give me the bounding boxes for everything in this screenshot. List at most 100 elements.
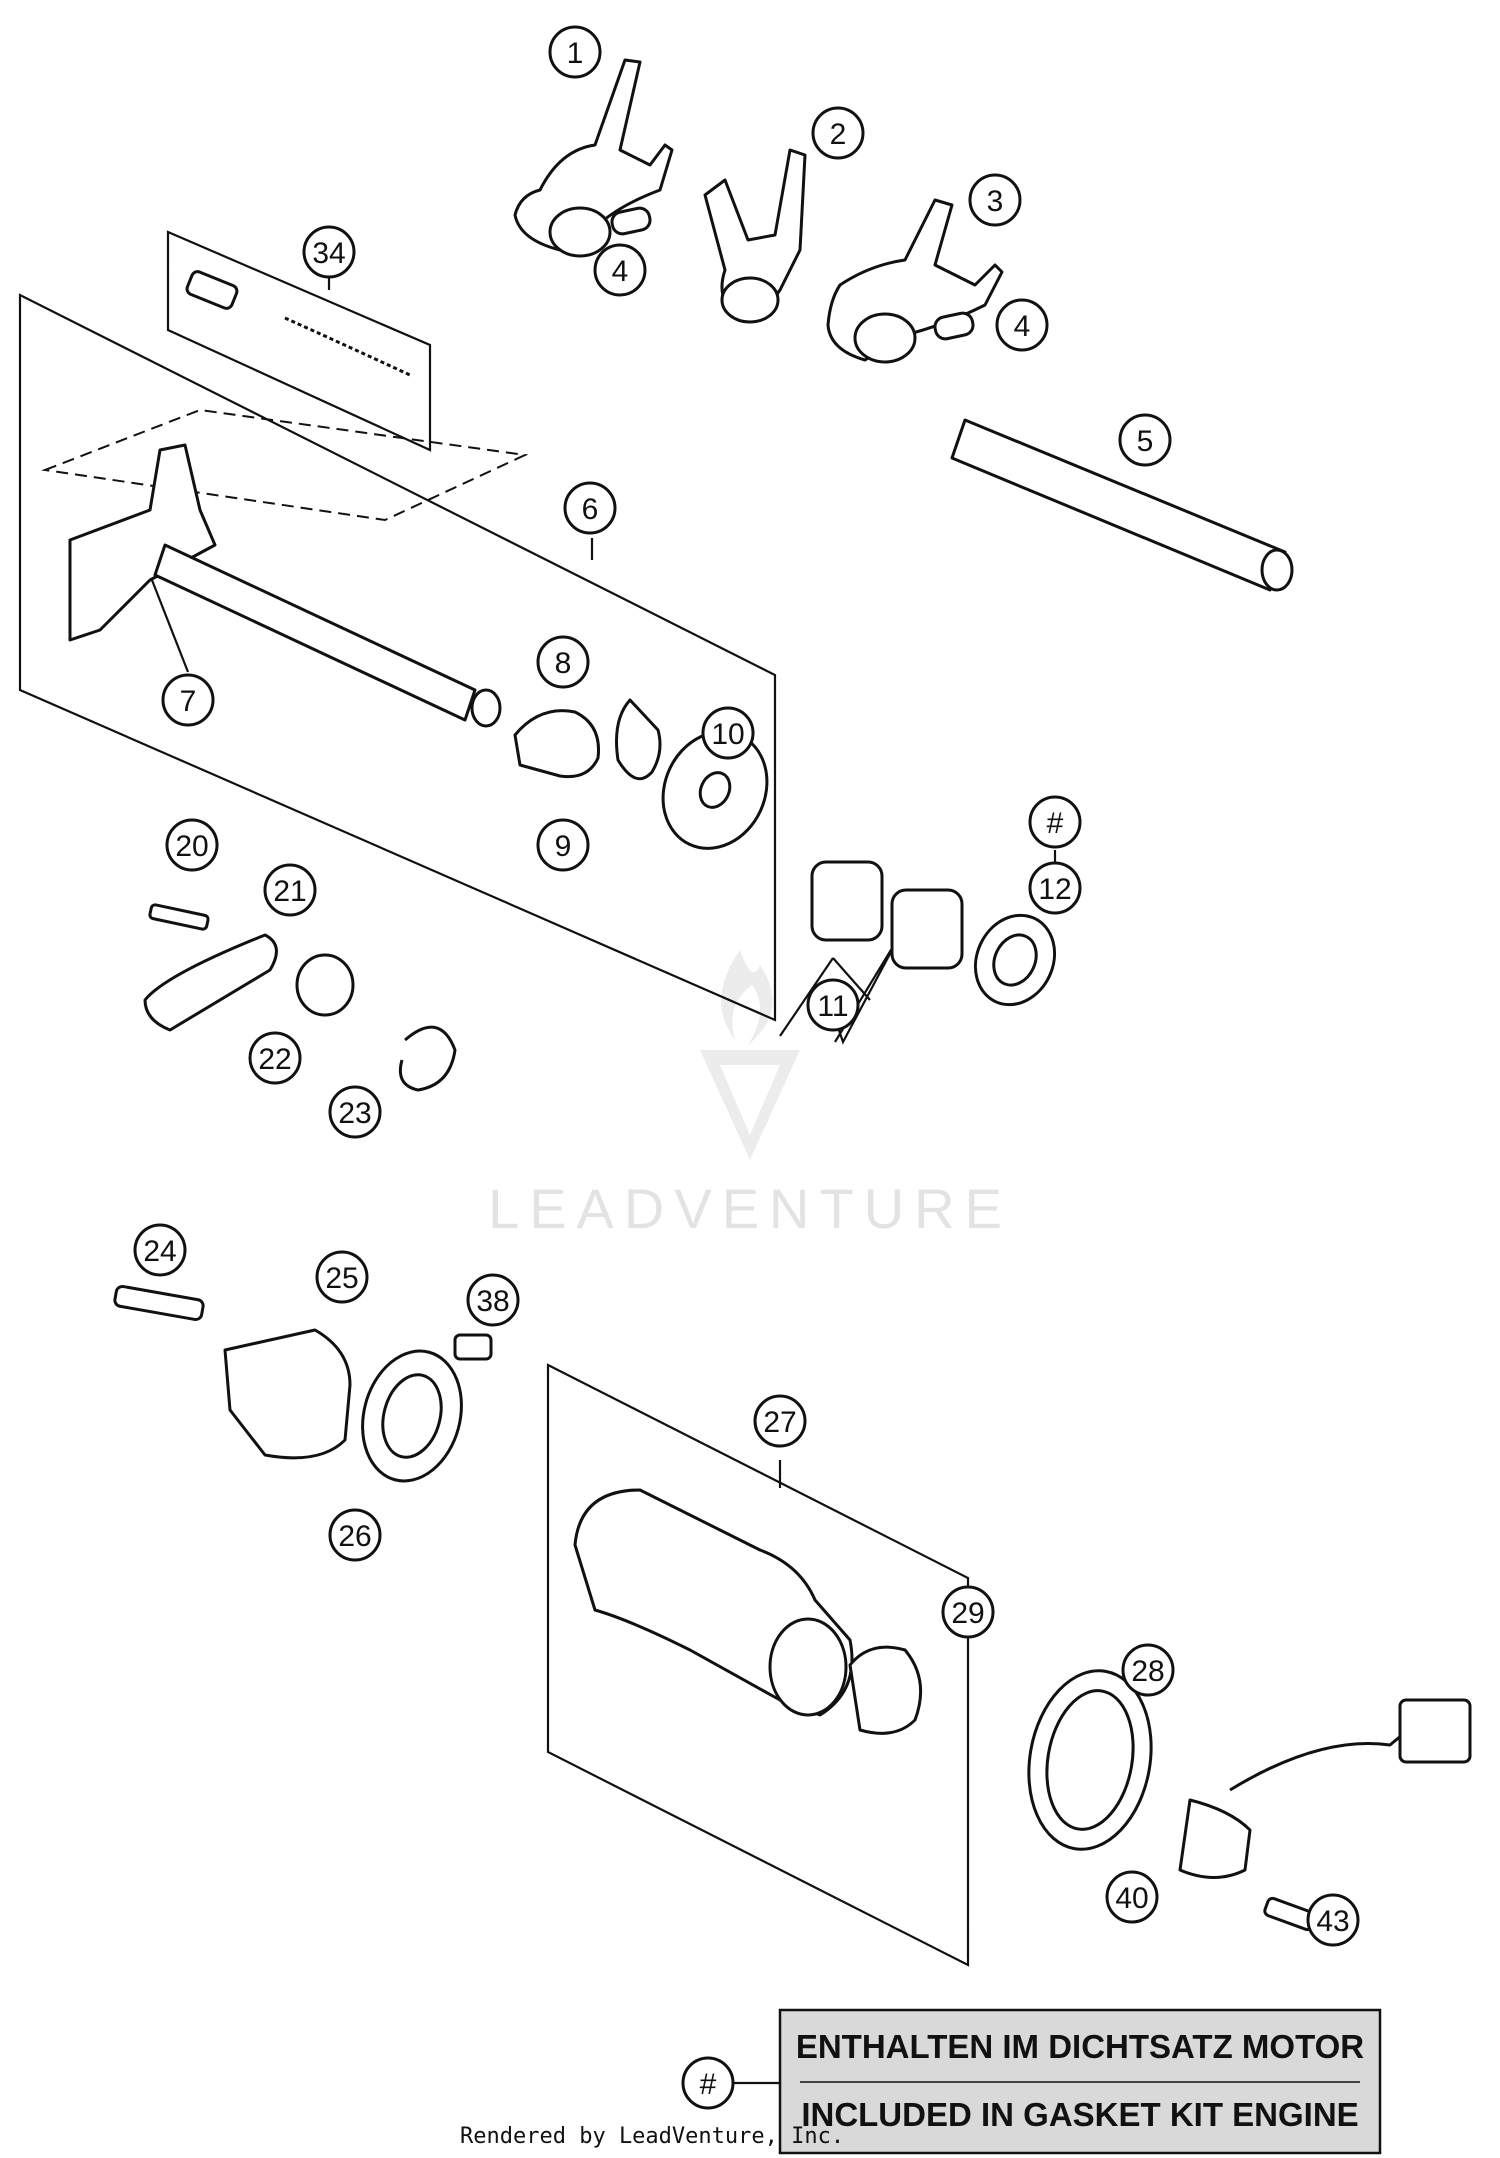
callout-25: 25: [315, 1250, 369, 1304]
callout-label: 25: [325, 1262, 358, 1295]
callout-29: 29: [941, 1585, 995, 1639]
callout-circle: [968, 173, 1022, 227]
callout-label: 9: [555, 830, 572, 863]
callout-label: 28: [1131, 1655, 1164, 1688]
callout-label: 20: [175, 830, 208, 863]
callout-label: 4: [612, 255, 629, 288]
frame-shift-drum: [546, 1363, 970, 1967]
callout-4: 4: [593, 243, 647, 297]
legend: # ENTHALTEN IM DICHTSATZ MOTOR INCLUDED …: [681, 2008, 1382, 2155]
frame-spring-34: [166, 230, 432, 452]
callout-label: 24: [143, 1235, 176, 1268]
callout-38: 38: [466, 1273, 520, 1327]
callout-circle: [161, 673, 215, 727]
callout-11: 11: [806, 978, 860, 1032]
parts-24-26-38: [113, 1284, 493, 1483]
callout-label: #: [1047, 807, 1064, 840]
watermark: LEADVENTURE: [488, 950, 1002, 1240]
callout-circle: [302, 225, 356, 279]
callout-circle: [1028, 795, 1082, 849]
legend-symbol-circle: [681, 2056, 735, 2110]
callout-12: 12: [1028, 861, 1082, 915]
legend-line-1: ENTHALTEN IM DICHTSATZ MOTOR: [796, 2028, 1364, 2065]
shift-fork-1: [513, 58, 674, 258]
callout-circle: [1118, 413, 1172, 467]
callout-circle: [806, 978, 860, 1032]
callout-1: 1: [548, 25, 602, 79]
callout-10: 10: [701, 706, 755, 760]
callout-circle: [995, 298, 1049, 352]
callout-circle: [248, 1031, 302, 1085]
callout-circle: [941, 1585, 995, 1639]
callout-circle: [315, 1250, 369, 1304]
spring-34: [185, 270, 411, 377]
callout-label: 10: [711, 718, 744, 751]
callout-label: 34: [312, 237, 345, 270]
callout-circle: [328, 1085, 382, 1139]
leader-lines: [148, 268, 1057, 2085]
legend-line-2: INCLUDED IN GASKET KIT ENGINE: [801, 2096, 1358, 2133]
callout-circle: [1306, 1893, 1360, 1947]
watermark-v-icon: [700, 1050, 800, 1160]
callout-28: 28: [1121, 1643, 1175, 1697]
callout-circle: [328, 1508, 382, 1562]
callout-label: 8: [555, 647, 572, 680]
callout-circle: [563, 481, 617, 535]
callout-label: 38: [476, 1285, 509, 1318]
shift-shaft-6: [68, 443, 502, 728]
callout-label: 22: [258, 1043, 291, 1076]
callout-circle: [593, 243, 647, 297]
shift-drum-27: [573, 1488, 923, 1735]
callout-label: 7: [180, 685, 197, 718]
callout-label: 43: [1316, 1905, 1349, 1938]
callout-label: 4: [1014, 310, 1031, 343]
callout-label: 23: [338, 1097, 371, 1130]
callout-5: 5: [1118, 413, 1172, 467]
callout-circle: [1121, 1643, 1175, 1697]
callout-label: 12: [1038, 873, 1071, 906]
callout-label: 5: [1137, 425, 1154, 458]
callout-label: 6: [582, 493, 599, 526]
callout-label: 1: [567, 37, 584, 70]
callout-26: 26: [328, 1508, 382, 1562]
callout-circle: [133, 1223, 187, 1277]
callout-7: 7: [161, 673, 215, 727]
callout-circle: [548, 25, 602, 79]
callout-label: 26: [338, 1520, 371, 1553]
callout-4: 4: [995, 298, 1049, 352]
callout-label: 27: [763, 1406, 796, 1439]
shift-fork-3: [826, 198, 1004, 364]
callout-34: 34: [302, 225, 356, 279]
callout-circle: [165, 818, 219, 872]
footer-credit: Rendered by LeadVenture, Inc.: [460, 2124, 845, 2149]
callout-label: 40: [1115, 1882, 1148, 1915]
callout-circle: [1028, 861, 1082, 915]
parts-20-23: [143, 903, 457, 1092]
callout-23: 23: [328, 1085, 382, 1139]
callout-circle: [536, 635, 590, 689]
callout-20: 20: [165, 818, 219, 872]
callout-circle: [263, 863, 317, 917]
watermark-flame-icon: [721, 950, 773, 1045]
callout-circle: [753, 1394, 807, 1448]
assembly-frames: [18, 230, 970, 1967]
callout-8: 8: [536, 635, 590, 689]
callout-22: 22: [248, 1031, 302, 1085]
callout-2: 2: [811, 106, 865, 160]
callout-3: 3: [968, 173, 1022, 227]
fork-rod-5: [950, 418, 1294, 592]
callout-6: 6: [563, 481, 617, 535]
callout-label: 29: [951, 1597, 984, 1630]
callout-circle: [811, 106, 865, 160]
callout-label: 3: [987, 185, 1004, 218]
parts-11-12: [810, 860, 1057, 1007]
parts-28-40-43: [1027, 1669, 1472, 1932]
callout-label: 21: [273, 875, 306, 908]
callout-label: 11: [817, 990, 848, 1023]
callout-24: 24: [133, 1223, 187, 1277]
callout-27: 27: [753, 1394, 807, 1448]
callout-21: 21: [263, 863, 317, 917]
callout-label: 2: [830, 118, 847, 151]
shift-fork-2: [703, 148, 807, 324]
